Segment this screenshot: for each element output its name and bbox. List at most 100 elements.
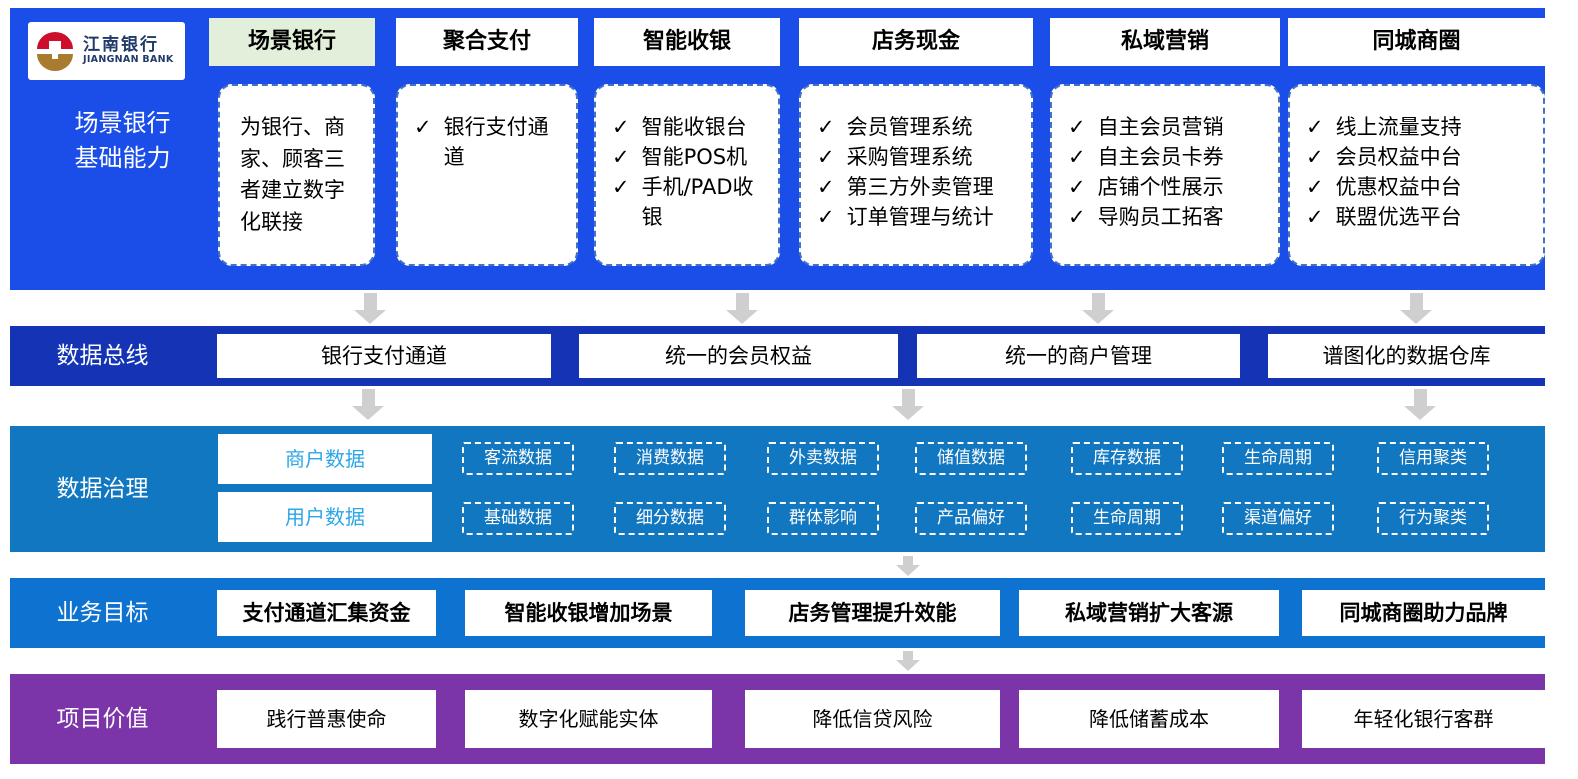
feature-box-smart-cashier: ✓ 智能收银台 ✓ 智能POS机 ✓ 手机/PAD收银 — [594, 84, 780, 266]
feature-item: ✓银行支付通道 — [414, 112, 568, 172]
check-icon: ✓ — [1068, 205, 1086, 230]
governance-chip: 生命周期 — [1071, 502, 1183, 535]
tab-aggregate-payment[interactable]: 聚合支付 — [396, 18, 578, 66]
check-icon: ✓ — [612, 175, 630, 200]
feature-item: ✓ 智能POS机 — [612, 142, 770, 172]
data-bus-band: 数据总线 银行支付通道统一的会员权益统一的商户管理谱图化的数据仓库 — [10, 326, 1545, 386]
capabilities-band-label-line: 场景银行 — [74, 109, 171, 137]
governance-chip: 基础数据 — [462, 502, 574, 535]
tab-store-cash[interactable]: 店务现金 — [799, 18, 1033, 66]
feature-box-store-cash: ✓会员管理系统✓采购管理系统✓第三方外卖管理✓订单管理与统计 — [799, 84, 1033, 266]
feature-box-aggregate-payment: ✓银行支付通道 — [396, 84, 578, 266]
governance-chip: 细分数据 — [614, 502, 726, 535]
bus-box: 统一的商户管理 — [917, 334, 1240, 378]
feature-box-city-circle: ✓ 线上流量支持 ✓ 会员权益中台 ✓ 优惠权益中台 ✓ 联盟优选平台 — [1288, 84, 1545, 266]
arrow-down-icon — [1404, 389, 1436, 420]
feature-item-label: 自主会员营销 — [1097, 115, 1224, 139]
feature-item: ✓ 联盟优选平台 — [1306, 202, 1535, 232]
feature-description: 为银行、商家、顾客三者建立数字化联接 — [240, 115, 345, 234]
tab-private-marketing[interactable]: 私域营销 — [1050, 18, 1280, 66]
project-values-band: 项目价值 践行普惠使命数字化赋能实体降低信贷风险降低储蓄成本年轻化银行客群 — [10, 674, 1545, 764]
check-icon: ✓ — [1306, 115, 1324, 139]
bank-emblem-icon — [37, 32, 73, 71]
bank-name-cn: 江南银行 — [83, 34, 159, 55]
feature-item: ✓ 优惠权益中台 — [1306, 172, 1535, 202]
check-icon: ✓ — [612, 145, 630, 170]
check-icon: ✓ — [1306, 205, 1324, 230]
feature-item-label: 自主会员卡券 — [1097, 145, 1224, 170]
feature-item-label: 智能收银台 — [641, 115, 747, 139]
arrow-down-icon — [726, 293, 758, 324]
value-box: 年轻化银行客群 — [1302, 690, 1545, 748]
governance-chip: 渠道偏好 — [1222, 502, 1334, 535]
arrow-down-icon — [896, 556, 920, 576]
feature-item: ✓会员管理系统 — [817, 112, 1023, 142]
project-values-label: 项目价值 — [56, 706, 149, 732]
capabilities-band-label: 场景银行基础能力 — [30, 106, 215, 176]
goal-box: 私域营销扩大客源 — [1019, 590, 1279, 636]
data-governance-label: 数据治理 — [56, 476, 149, 502]
governance-chip: 消费数据 — [614, 442, 726, 475]
check-icon: ✓ — [1306, 145, 1324, 170]
capabilities-band: 江南银行 JIANGNAN BANK 场景银行基础能力 场景银行为银行、商家、顾… — [10, 8, 1545, 290]
value-box: 降低储蓄成本 — [1019, 690, 1279, 748]
goal-box: 同城商圈助力品牌 — [1302, 590, 1545, 636]
data-governance-band: 数据治理 商户数据客流数据消费数据外卖数据储值数据库存数据生命周期信用聚类用户数… — [10, 426, 1545, 552]
check-icon: ✓ — [817, 115, 835, 139]
governance-chip: 行为聚类 — [1377, 502, 1489, 535]
tab-smart-cashier[interactable]: 智能收银 — [594, 18, 780, 66]
feature-item-label: 导购员工拓客 — [1097, 205, 1224, 230]
feature-item: ✓第三方外卖管理 — [817, 172, 1023, 202]
feature-item: ✓ 智能收银台 — [612, 112, 770, 142]
governance-chip: 产品偏好 — [915, 502, 1027, 535]
feature-item: ✓ 店铺个性展示 — [1068, 172, 1270, 202]
governance-group-merchant: 商户数据 — [218, 434, 432, 484]
governance-chip: 信用聚类 — [1377, 442, 1489, 475]
feature-box-private-marketing: ✓自主会员营销✓自主会员卡券✓店铺个性展示✓导购员工拓客 — [1050, 84, 1280, 266]
goal-box: 支付通道汇集资金 — [217, 590, 436, 636]
feature-item: ✓ 会员权益中台 — [1306, 142, 1535, 172]
feature-box-scene-bank: 为银行、商家、顾客三者建立数字化联接 — [218, 84, 375, 266]
capabilities-band-label-line: 基础能力 — [74, 143, 171, 172]
arrow-down-icon — [896, 651, 920, 671]
arrow-down-icon — [892, 389, 924, 420]
data-bus-label: 数据总线 — [56, 343, 149, 369]
feature-item: ✓ 自主会员营销 — [1068, 112, 1270, 142]
check-icon: ✓ — [817, 205, 835, 230]
feature-item: ✓ 手机/PAD收银 — [612, 172, 770, 232]
feature-item: ✓ 导购员工拓客 — [1068, 202, 1270, 232]
bank-name-en: JIANGNAN BANK — [83, 54, 174, 66]
governance-chip: 库存数据 — [1071, 442, 1183, 475]
goal-box: 店务管理提升效能 — [745, 590, 1000, 636]
feature-item-label: 智能POS机 — [641, 145, 748, 170]
tab-city-circle[interactable]: 同城商圈 — [1288, 18, 1545, 66]
check-icon: ✓ — [817, 145, 835, 170]
check-icon: ✓ — [1068, 175, 1086, 200]
check-icon: ✓ — [1068, 115, 1086, 139]
check-icon: ✓ — [1306, 175, 1324, 200]
governance-group-user: 用户数据 — [218, 492, 432, 542]
check-icon: ✓ — [414, 115, 432, 139]
feature-item: ✓ 采购管理系统 — [817, 142, 1023, 172]
feature-item-label: 采购管理系统 — [846, 145, 973, 170]
business-goals-band: 业务目标 支付通道汇集资金智能收银增加场景店务管理提升效能私域营销扩大客源同城商… — [10, 578, 1545, 648]
feature-item-label: 联盟优选平台 — [1335, 205, 1462, 230]
feature-item-label: 店铺个性展示 — [1097, 175, 1224, 200]
arrow-down-icon — [1400, 293, 1432, 324]
feature-item-label: 手机/PAD收银 — [641, 175, 754, 230]
arrow-down-icon — [1082, 293, 1114, 324]
feature-item-label: 订单管理与统计 — [846, 205, 994, 230]
goal-box: 智能收银增加场景 — [465, 590, 712, 636]
feature-item-label: 优惠权益中台 — [1335, 175, 1462, 200]
feature-item-label: 线上流量支持 — [1335, 115, 1462, 139]
bus-box: 银行支付通道 — [217, 334, 551, 378]
value-box: 践行普惠使命 — [217, 690, 436, 748]
governance-chip: 生命周期 — [1222, 442, 1334, 475]
check-icon: ✓ — [612, 115, 630, 139]
bank-logo: 江南银行 JIANGNAN BANK — [28, 22, 185, 80]
value-box: 降低信贷风险 — [745, 690, 1000, 748]
arrow-down-icon — [354, 293, 386, 324]
feature-item-label: 会员权益中台 — [1335, 145, 1462, 170]
business-goals-label: 业务目标 — [56, 600, 149, 626]
tab-scene-bank[interactable]: 场景银行 — [209, 18, 375, 66]
